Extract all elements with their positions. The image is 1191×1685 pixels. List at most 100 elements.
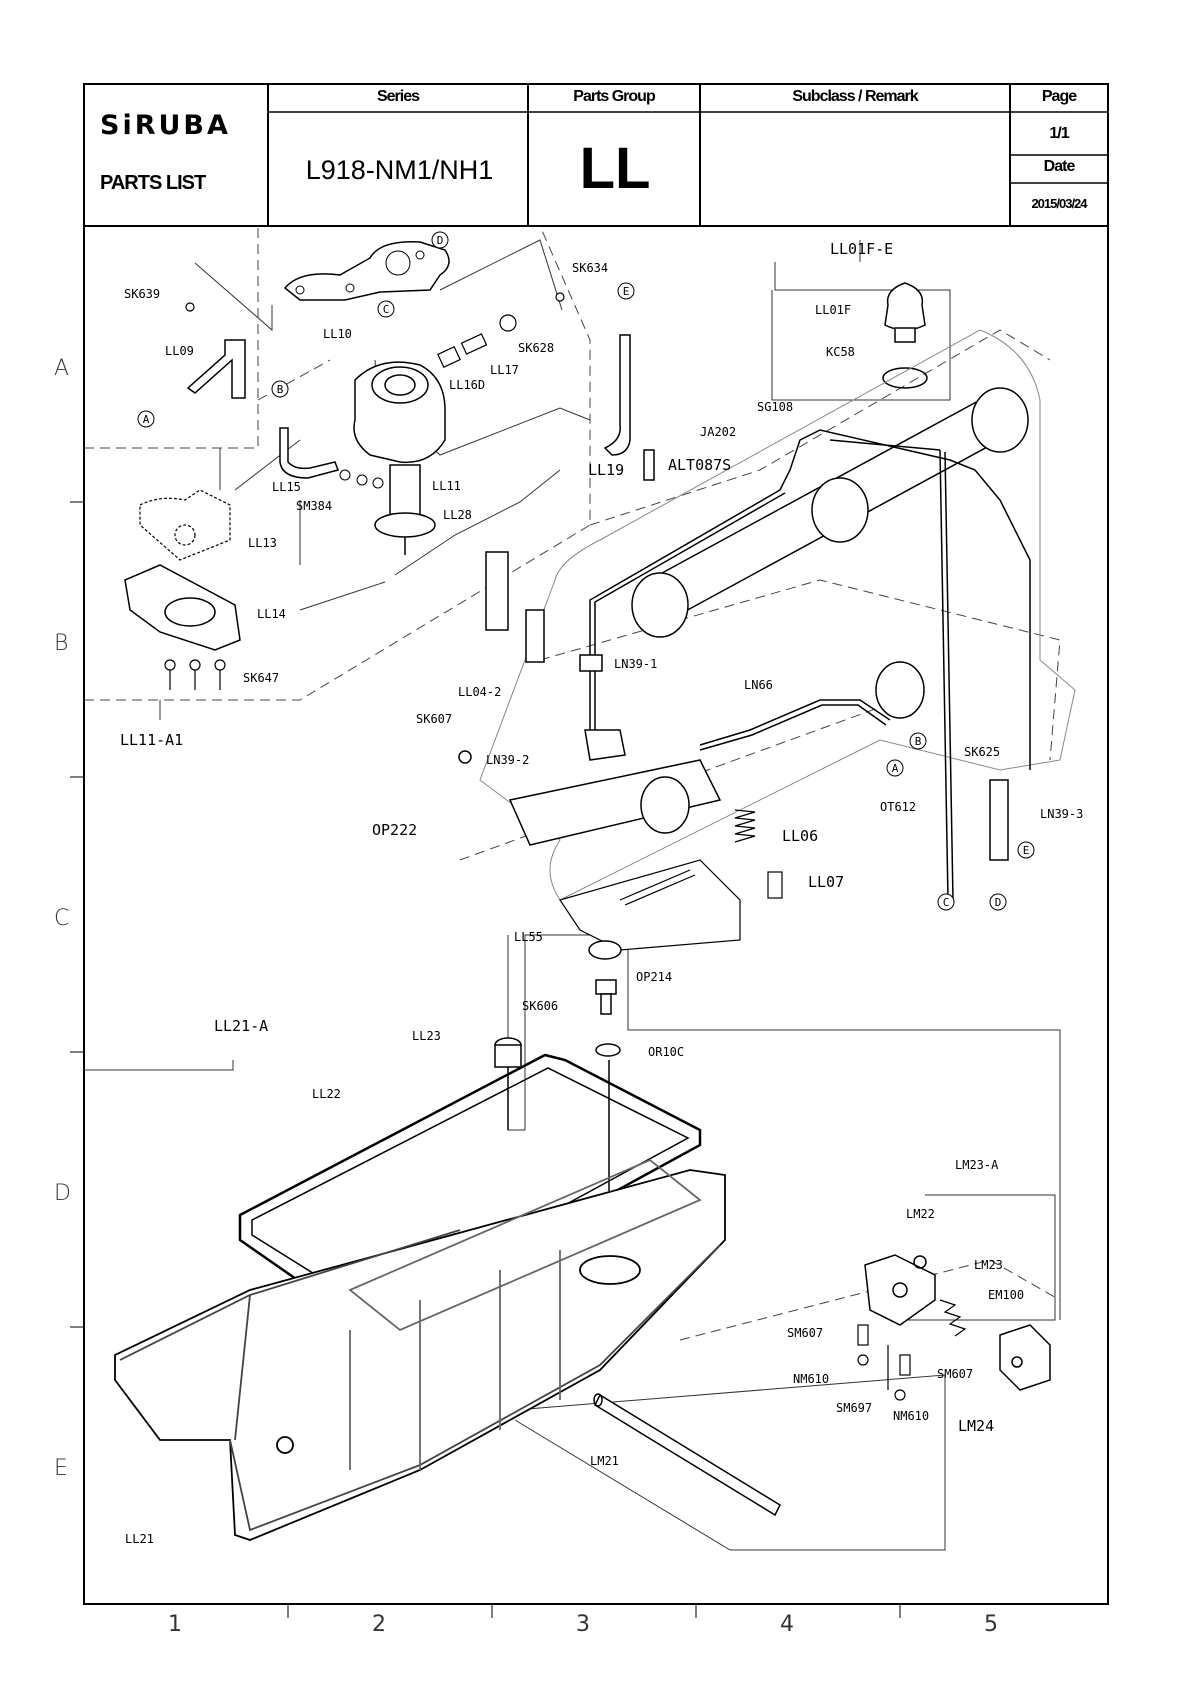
part-label-sm607-left: SM607 [787,1326,824,1340]
oil-pan [114,1158,726,1541]
date-header: Date [1043,158,1076,175]
callout-letter-a: A [143,413,150,426]
gasket-ll13 [139,489,231,561]
part-label-ll55: LL55 [514,930,543,944]
callout-circle [937,893,955,911]
callout-letter-d: D [437,234,444,247]
oil-tube-ll09 [186,339,246,399]
callout-letter-c: C [383,303,390,316]
oil-line-ln66 [699,699,891,751]
lower-shaft-op222 [508,661,925,846]
screws-sm607 [857,1324,911,1401]
part-label-ja202: JA202 [700,425,737,439]
part-label-op214: OP214 [636,970,673,984]
part-label-op222: OP222 [372,821,418,839]
row-label-c: C [54,906,70,931]
part-label-ll16d: LL16D [449,378,486,392]
part-label-ll11-a1: LL11-A1 [120,731,184,749]
parts-list-title: PARTS LIST [100,172,206,194]
row-label-b: B [54,631,69,656]
row-label-a: A [54,356,70,381]
part-label-ll19: LL19 [588,461,625,479]
pump-small-parts [185,292,565,368]
subclass-header: Subclass / Remark [792,88,918,105]
callout-circle [377,300,395,318]
part-label-alt087s: ALT087S [668,456,732,474]
oil-tube-ll15 [279,427,339,479]
part-label-ll28: LL28 [443,508,472,522]
part-label-lm24: LM24 [958,1417,995,1435]
part-label-ll11: LL11 [432,479,461,493]
part-label-ln39-1: LN39-1 [614,657,658,671]
part-label-sk647: SK647 [243,671,280,685]
part-label-ll17: LL17 [490,363,519,377]
part-label-sk606: SK606 [522,999,559,1013]
row-label-e: E [54,1456,68,1481]
callout-circle [909,732,927,750]
part-label-ll14: LL14 [257,607,286,621]
spring-ll06 [734,809,783,899]
part-label-ll21: LL21 [125,1532,154,1546]
part-label-ll23: LL23 [412,1029,441,1043]
column-label-3: 3 [576,1612,590,1637]
part-label-sk607: SK607 [416,712,453,726]
part-label-ll22: LL22 [312,1087,341,1101]
part-label-nm610-left: NM610 [793,1372,830,1386]
callout-circle [989,893,1007,911]
screws-sm384 [339,469,384,489]
callout-circle [431,231,449,249]
part-label-ll07: LL07 [808,873,845,891]
part-label-ll01f-e: LL01F-E [830,240,894,258]
callout-letter-c: C [943,896,950,909]
page-header: Page [1041,88,1077,105]
part-label-sm384: SM384 [296,499,333,513]
column-label-4: 4 [780,1612,794,1637]
callout-letter-b: B [277,383,284,396]
screws-sk647 [164,659,226,690]
oil-pump-body [353,361,446,555]
date-value: 2015/03/24 [1031,196,1087,211]
machine-arm-outline [479,329,1076,901]
oil-lines [589,429,1031,901]
column-label-1: 1 [168,1612,182,1637]
part-label-sk634: SK634 [572,261,609,275]
part-label-sm607-right: SM607 [937,1367,974,1381]
callout-circle [617,282,635,300]
column-label-2: 2 [372,1612,386,1637]
part-label-ln39-2: LN39-2 [486,753,530,767]
callout-circle [137,410,155,428]
pin-ll23 [494,1037,522,1130]
upper-shaft [631,387,1029,638]
callout-letter-e: E [1023,844,1030,857]
part-label-sk639: SK639 [124,287,161,301]
parts-group-header: Parts Group [573,88,655,105]
part-label-ll04-2: LL04-2 [458,685,502,699]
rod-lm21 [593,1393,781,1517]
callout-letter-b: B [915,735,922,748]
drain-plug [588,940,622,1270]
page-value: 1/1 [1049,125,1069,142]
oil-pump-bracket [283,241,450,301]
part-label-ln39-3: LN39-3 [1040,807,1084,821]
part-label-lm23-a: LM23-A [955,1158,999,1172]
callout-circle [1017,841,1035,859]
part-label-ll06: LL06 [782,827,819,845]
sheet-frame [83,83,1109,1605]
part-label-lm21: LM21 [590,1454,619,1468]
part-label-ll15: LL15 [272,480,301,494]
felt-tubes [485,551,1009,861]
row-label-d: D [54,1181,71,1206]
brand-logo: SiRUBA [100,110,231,141]
callout-circle [886,759,904,777]
part-label-or10c: OR10C [648,1045,685,1059]
part-label-em100: EM100 [988,1288,1025,1302]
part-label-sk628: SK628 [518,341,555,355]
part-label-ll10: LL10 [323,327,352,341]
part-label-lm22: LM22 [906,1207,935,1221]
part-label-lm23: LM23 [974,1258,1003,1272]
group-ll11-a1-boundary [84,226,259,449]
part-label-ot612: OT612 [880,800,917,814]
column-label-5: 5 [984,1612,998,1637]
part-label-ll21-a: LL21-A [214,1017,269,1035]
